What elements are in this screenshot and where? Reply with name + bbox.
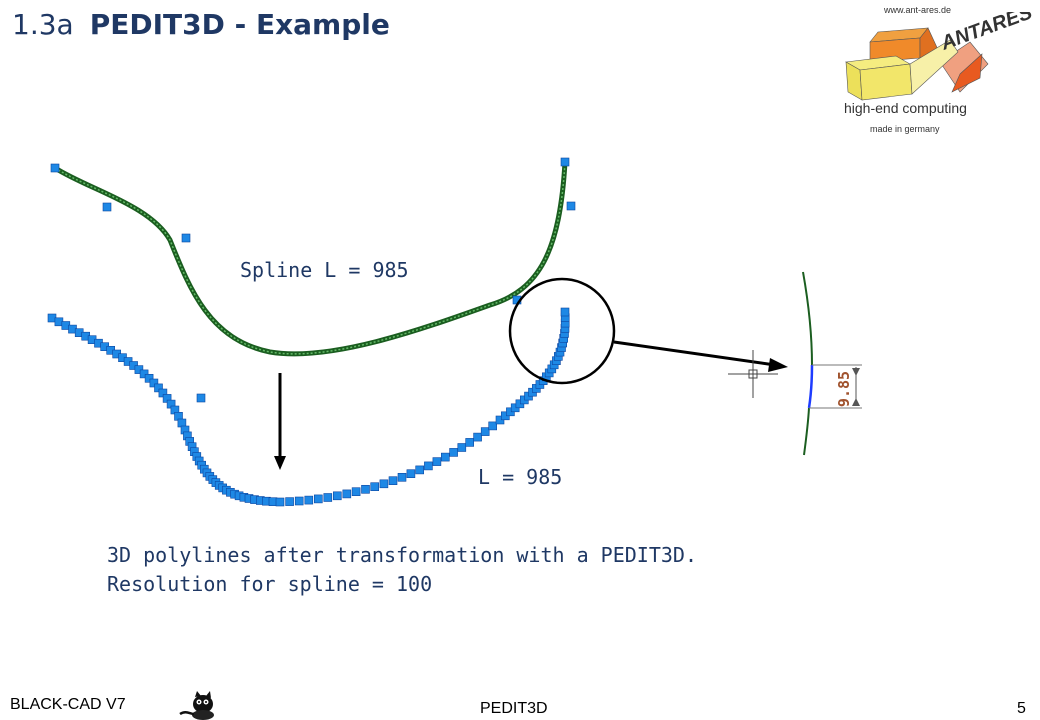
polyline-vertex[interactable]: [361, 484, 370, 494]
polyline-vertex[interactable]: [449, 448, 458, 457]
cad-drawing: 9.85: [47, 157, 862, 507]
description-line-2: Resolution for spline = 100: [107, 572, 433, 596]
polyline-vertex[interactable]: [139, 369, 149, 379]
spline-control-points[interactable]: [50, 157, 576, 403]
polyline-vertex[interactable]: [275, 497, 285, 507]
polyline-vertex[interactable]: [440, 452, 450, 462]
polyline-vertex[interactable]: [397, 472, 407, 482]
spline-length-label: Spline L = 985: [240, 258, 409, 282]
polyline-vertex[interactable]: [144, 373, 154, 383]
polyline-vertex[interactable]: [424, 461, 433, 471]
polyline-vertex[interactable]: [313, 494, 323, 504]
polyline-vertex[interactable]: [457, 443, 467, 452]
polyline-vertex[interactable]: [432, 457, 442, 466]
polyline-vertex[interactable]: [473, 432, 482, 442]
polyline-vertex[interactable]: [351, 487, 361, 497]
zoom-circle: [508, 277, 616, 385]
polyline-vertex[interactable]: [388, 476, 398, 486]
polyline-vertex[interactable]: [285, 497, 294, 506]
footer-topic: PEDIT3D: [480, 700, 548, 717]
polyline-vertex[interactable]: [465, 438, 475, 447]
panther-mascot-icon: [179, 691, 214, 720]
description-line-1: 3D polylines after transformation with a…: [107, 543, 698, 567]
polyline-vertex[interactable]: [304, 495, 314, 505]
zoomed-curve-detail: [802, 271, 862, 456]
polyline-vertex[interactable]: [480, 427, 490, 436]
slide-title-text: PEDIT3D - Example: [89, 8, 390, 41]
polyline-vertex[interactable]: [149, 378, 159, 388]
polyline-vertex[interactable]: [488, 421, 498, 431]
polyline-vertex[interactable]: [560, 307, 570, 317]
polyline-vertex[interactable]: [406, 469, 416, 479]
page-number: 5: [1017, 700, 1026, 717]
footer-product: BLACK-CAD V7: [10, 696, 126, 713]
crosshair-cursor: [728, 350, 778, 398]
slide-number-label: 1.3a: [12, 8, 74, 41]
polyline-vertex[interactable]: [342, 489, 352, 499]
slide-title: 1.3a PEDIT3D - Example: [12, 8, 390, 41]
polyline-length-label: L = 985: [478, 465, 563, 489]
down-arrow: [274, 373, 286, 470]
right-arrow: [613, 340, 788, 372]
polyline-vertices[interactable]: [47, 307, 570, 507]
polyline-vertex[interactable]: [379, 479, 389, 489]
description: 3D polylines after transformation with a…: [107, 541, 697, 599]
polyline-vertex[interactable]: [415, 465, 425, 475]
logo-url: www.ant-ares.de: [884, 5, 952, 15]
polyline-vertex[interactable]: [332, 491, 342, 501]
logo-tagline: high-end computing: [844, 100, 967, 116]
polyline-vertex[interactable]: [294, 496, 304, 506]
polyline-vertex[interactable]: [323, 493, 333, 502]
antares-logo: ANTARES: [845, 12, 1036, 101]
polyline-vertex[interactable]: [370, 482, 380, 492]
logo-made-in: made in germany: [870, 124, 940, 134]
polyline-vertex[interactable]: [154, 383, 163, 393]
dimension-label: 9.85: [835, 371, 853, 407]
